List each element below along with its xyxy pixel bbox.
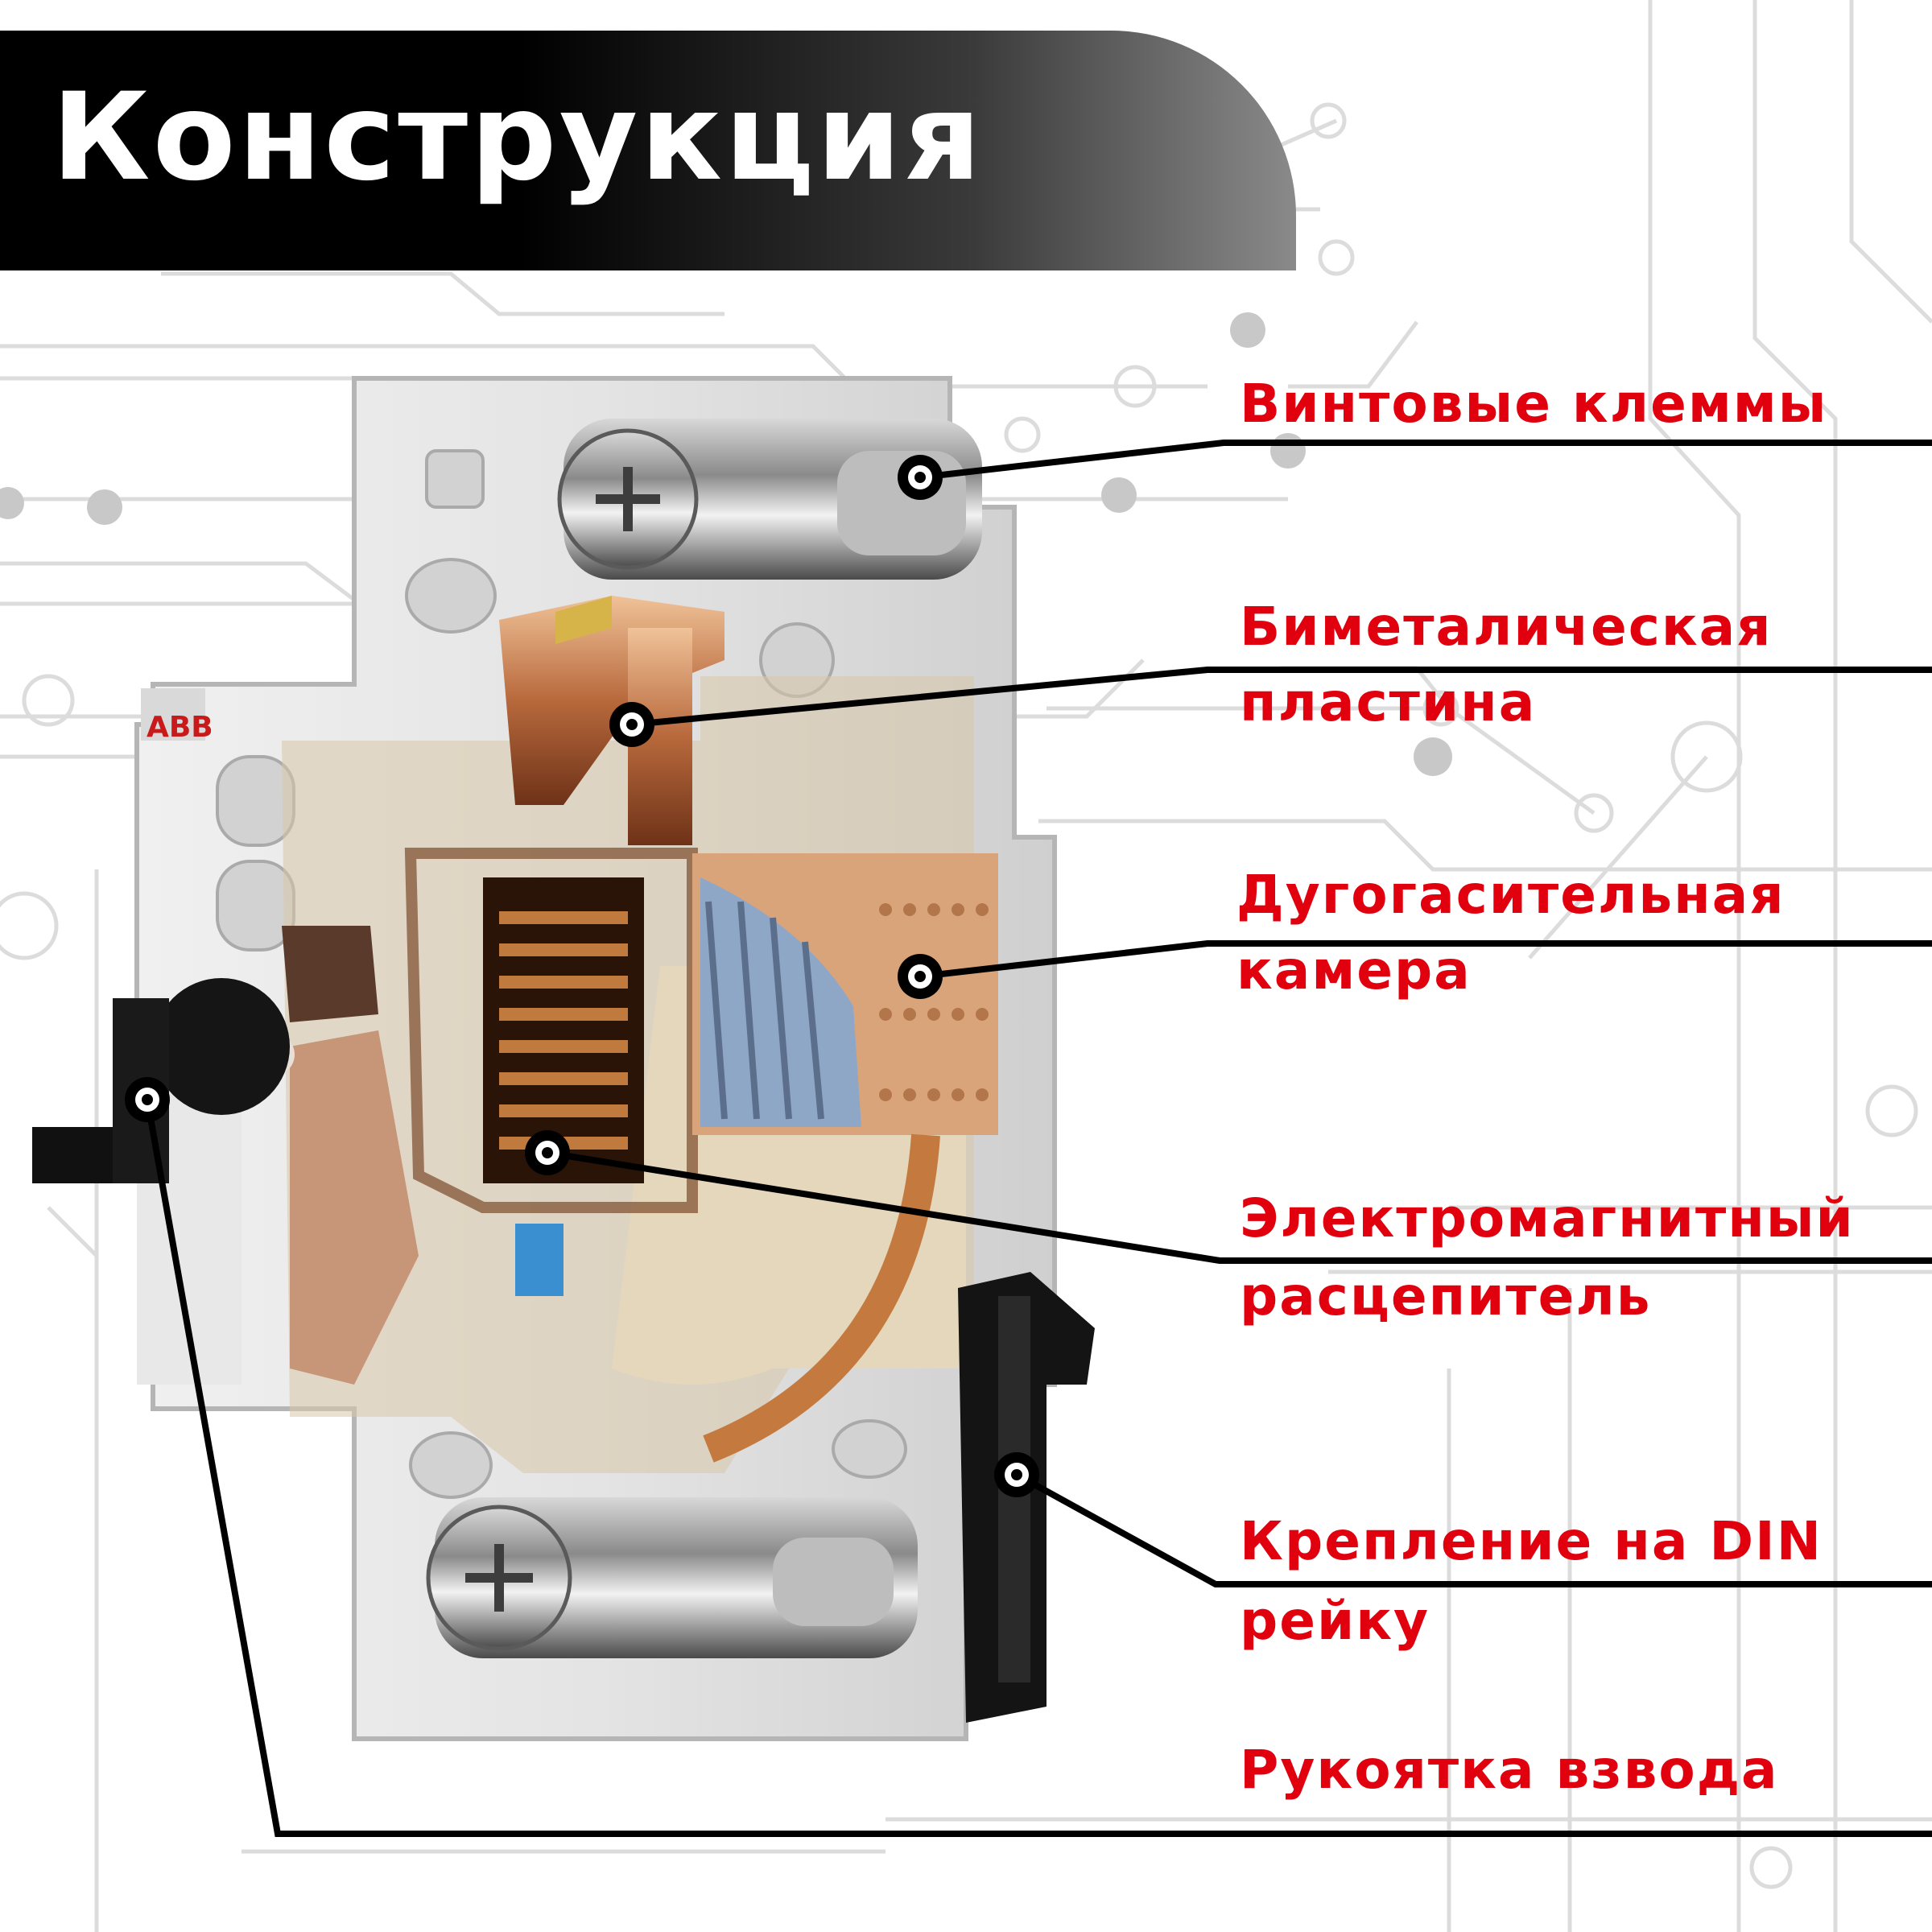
abb-logo: ABB	[147, 711, 213, 744]
arc-chute-graphic	[692, 853, 998, 1135]
leader-em-release	[547, 1150, 1932, 1264]
bottom-terminal-graphic	[426, 1497, 918, 1658]
leader-arc-chamber	[919, 940, 1932, 980]
marker-screw-terminals	[898, 455, 943, 500]
marker-din-mount	[994, 1452, 1039, 1497]
label-em-line1: Электромагнитный	[1240, 1187, 1855, 1249]
label-bimetal-line1: Биметалическая	[1240, 596, 1773, 658]
label-arc-line1: Дугогасительная	[1236, 864, 1785, 926]
label-bimetal-line2: пластина	[1240, 671, 1537, 733]
label-em-line2: расцепитель	[1240, 1265, 1652, 1327]
marker-handle	[125, 1077, 170, 1122]
marker-bimetal	[609, 702, 654, 747]
label-din-line2: рейку	[1240, 1590, 1430, 1652]
page-title: Конструкция	[52, 68, 984, 208]
leader-handle	[144, 1099, 1932, 1837]
label-din-line1: Крепление на DIN	[1240, 1510, 1823, 1572]
leader-bimetal	[631, 667, 1932, 728]
marker-arc-chamber	[898, 954, 943, 999]
label-screw-terminals: Винтовые клеммы	[1240, 373, 1828, 435]
leader-screw-terminals	[919, 440, 1932, 481]
label-handle: Рукоятка взвода	[1240, 1739, 1779, 1801]
coil-graphic	[483, 877, 644, 1183]
title-banner	[0, 31, 1296, 270]
label-arc-line2: камера	[1236, 939, 1472, 1001]
leader-din-mount	[1015, 1472, 1932, 1587]
marker-em-release	[525, 1130, 570, 1175]
